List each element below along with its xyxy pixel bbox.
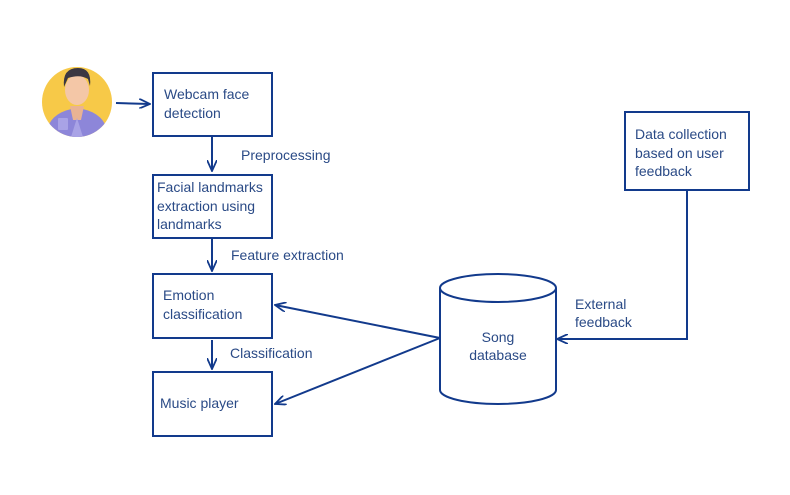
webcam-face-detection-box: Webcam face detection (152, 72, 273, 137)
edge-feedback-to-db (557, 190, 688, 339)
edge-db-to-emotion (275, 305, 441, 339)
song-database-label: Song database (469, 329, 527, 363)
edge-db-to-music (275, 337, 441, 404)
data-collection-label: Data collection based on user feedback (635, 126, 727, 179)
music-player-box: Music player (152, 371, 273, 437)
data-collection-box: Data collection based on user feedback (624, 111, 750, 191)
feature-extraction-label: Feature extraction (231, 247, 344, 263)
external-feedback-label: External feedback (575, 296, 632, 330)
preprocessing-label: Preprocessing (241, 147, 331, 163)
webcam-face-detection-label: Webcam face detection (164, 86, 250, 121)
song-database-cylinder (439, 273, 557, 405)
facial-landmarks-label: Facial landmarks extraction using landma… (157, 179, 263, 232)
emotion-classification-label: Emotion classification (163, 287, 243, 322)
edge-avatar-to-webcam (115, 103, 150, 104)
facial-landmarks-box: Facial landmarks extraction using landma… (152, 174, 273, 239)
classification-label: Classification (230, 345, 313, 361)
edges (115, 103, 688, 404)
user-avatar-icon (42, 67, 112, 137)
music-player-label: Music player (160, 395, 239, 411)
emotion-classification-box: Emotion classification (152, 273, 273, 339)
